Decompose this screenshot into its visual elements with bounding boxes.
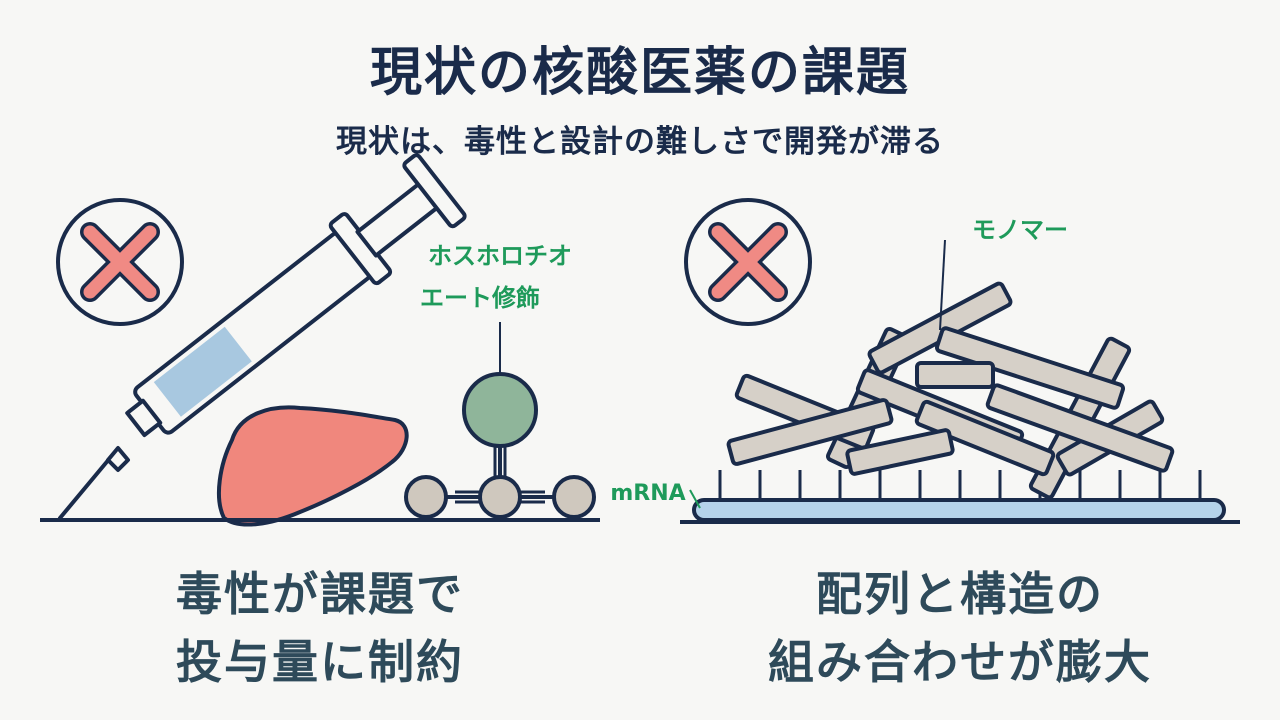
left-x-badge xyxy=(56,198,184,326)
left-caption-line1: 毒性が課題で xyxy=(176,567,464,621)
cross-icon xyxy=(708,222,788,302)
right-caption-line1: 配列と構造の xyxy=(816,567,1104,621)
monomer-rod xyxy=(915,361,995,389)
molecule-icon xyxy=(404,372,596,519)
phosphorothioate-label-1: ホスホロチオ xyxy=(428,242,572,270)
mrna-label: mRNA xyxy=(610,481,685,506)
left-caption: 毒性が課題で 投与量に制約 xyxy=(40,560,600,696)
monomer-rod xyxy=(914,399,1056,477)
monomer-label: モノマー xyxy=(972,216,1068,244)
page-title: 現状の核酸医薬の課題 xyxy=(369,43,910,103)
monomer-rod xyxy=(934,326,1126,410)
monomer-rod xyxy=(845,428,955,476)
liver-icon xyxy=(217,405,409,527)
monomer-rod xyxy=(985,383,1175,473)
left-caption-line2: 投与量に制約 xyxy=(176,635,464,689)
monomer-rod xyxy=(726,398,894,466)
page-subtitle: 現状は、毒性と設計の難しさで開発が滞る xyxy=(336,124,944,160)
mrna-strand xyxy=(692,470,1226,522)
right-caption-line2: 組み合わせが膨大 xyxy=(768,635,1152,689)
right-caption: 配列と構造の 組み合わせが膨大 xyxy=(680,560,1240,696)
monomer-leader xyxy=(939,239,946,331)
right-x-badge xyxy=(684,198,812,326)
cross-icon xyxy=(80,222,160,302)
syringe-icon xyxy=(58,153,467,520)
phosphorothioate-label-2: エート修飾 xyxy=(420,284,540,312)
monomer-pile xyxy=(726,281,1175,500)
